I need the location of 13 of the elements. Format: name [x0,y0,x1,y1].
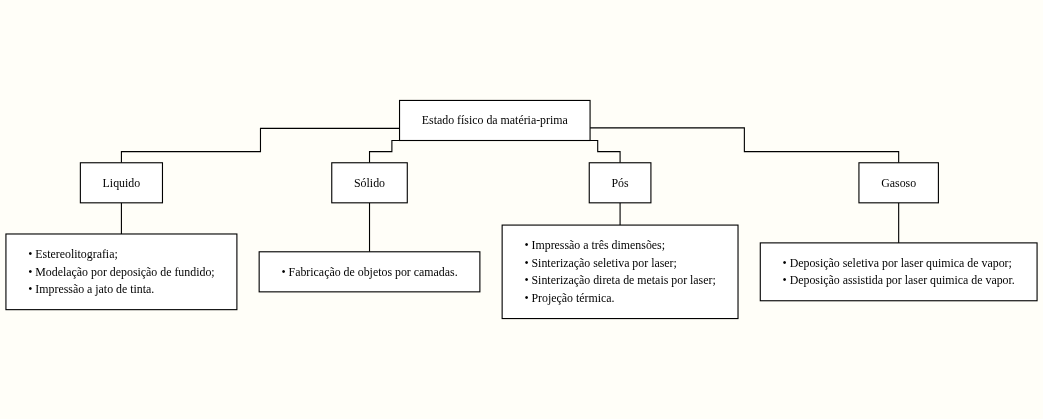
connector [368,202,371,253]
node-box: Liquido [79,162,164,204]
node-box: Sólido [331,162,408,204]
node-box: Gasoso [858,162,939,204]
connector [898,202,900,244]
connector [120,202,122,235]
node-box: • Estereolitografia; • Modelação por deposição de fundido; • Impressão a jato de tinta. [5,233,238,311]
node-box: • Deposição seletiva por laser quimica de vapor; • Deposição assistida por laser quimica de vapor. [759,242,1038,302]
node-box: • Impressão a três dimensões; • Sinterização seletiva por laser; • Sinterização direta de metais por laser; • Projeção térmica. [501,224,739,320]
node-box: Estado físico da matéria-prima [399,99,591,142]
node-box: • Fabricação de objetos por camadas. [258,251,481,293]
node-box: Pós [588,162,652,204]
connector [619,202,621,226]
